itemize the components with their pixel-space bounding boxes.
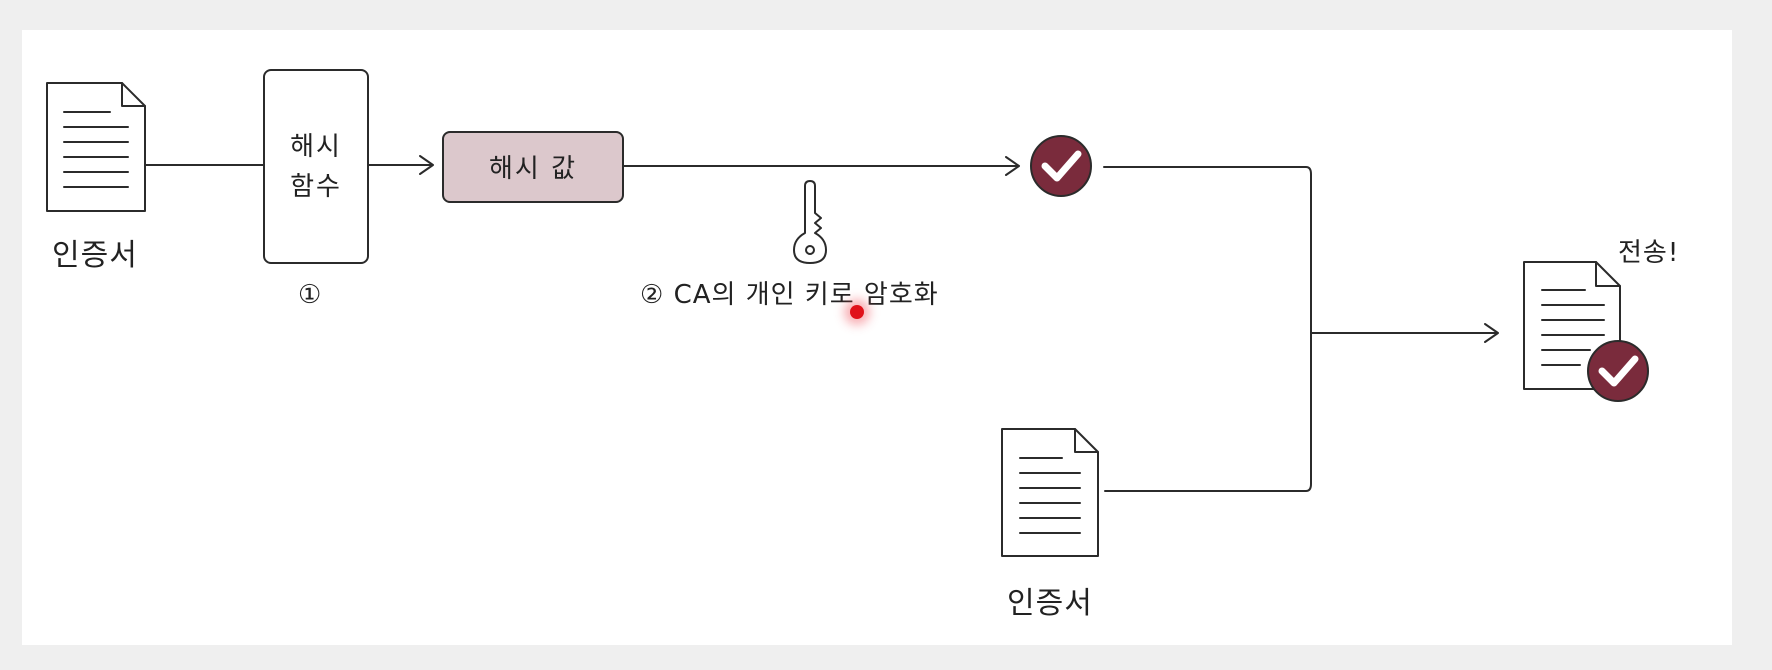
laser-pointer-dot <box>850 305 864 319</box>
arrow-to-hash-value <box>367 155 434 175</box>
step2-label: ② CA의 개인 키로 암호화 <box>640 280 939 310</box>
hash-function-box <box>263 69 369 264</box>
step1-marker: ① <box>298 280 323 310</box>
source-document-label: 인증서 <box>52 238 138 273</box>
second-document-icon <box>1001 428 1099 557</box>
source-document-icon <box>46 82 146 212</box>
hash-function-label-line2: 함수 <box>290 172 342 202</box>
connector-document-to-junction <box>1104 331 1312 492</box>
signed-check-circle-icon <box>1587 340 1649 402</box>
second-document-label: 인증서 <box>1007 586 1093 621</box>
send-label: 전송! <box>1618 238 1680 268</box>
arrow-to-signature <box>622 156 1020 176</box>
hash-value-label: 해시 값 <box>488 154 578 184</box>
arrow-to-signed-certificate <box>1310 323 1499 343</box>
key-icon <box>793 180 827 264</box>
connector-signature-to-junction <box>1103 166 1312 333</box>
check-circle-icon <box>1030 135 1092 197</box>
hash-function-label-line1: 해시 <box>290 132 342 162</box>
